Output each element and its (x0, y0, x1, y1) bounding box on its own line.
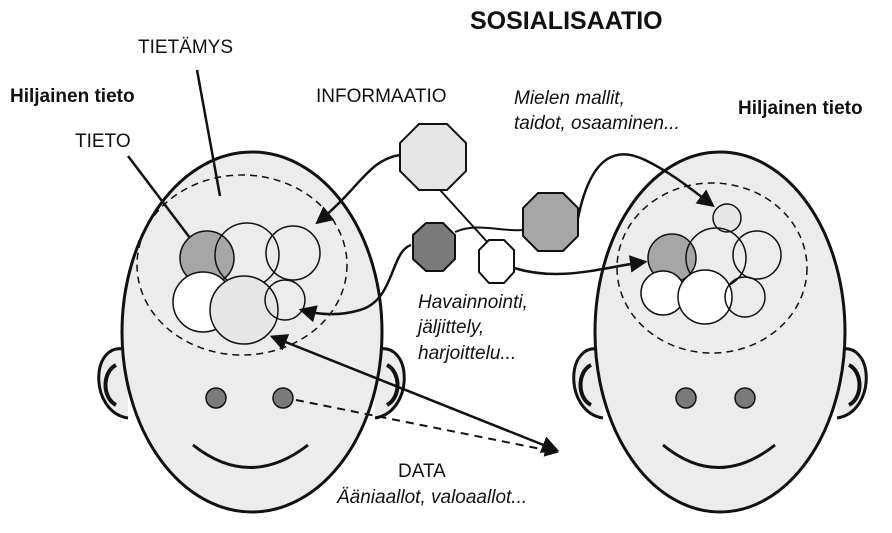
tieto-label: TIETO (75, 131, 131, 154)
right-eye-left (676, 388, 696, 408)
informaatio-label: INFORMAATIO (316, 86, 447, 109)
left-eye-right (273, 388, 293, 408)
white-octagon (479, 240, 514, 283)
diagram-title: SOSIALISAATIO (470, 6, 663, 36)
mid-gray-octagon (523, 193, 578, 251)
havainnointi-label: Havainnointi, (418, 292, 528, 315)
tietamys-label: TIETÄMYS (138, 37, 233, 60)
jaljittely-label: jäljittely, (418, 317, 484, 340)
dark-gray-octagon (413, 223, 455, 271)
aaniaallot-label: Ääniaallot, valoaallot... (337, 487, 527, 510)
right-eye-right (735, 388, 755, 408)
mielen-mallit-label: Mielen mallit, (514, 88, 625, 111)
left-head (99, 152, 405, 512)
left-eye-left (206, 388, 226, 408)
harjoittelu-label: harjoittelu... (418, 343, 516, 366)
hiljainen-tieto-right-label: Hiljainen tieto (738, 98, 863, 121)
knowledge-circle (678, 270, 732, 324)
hiljainen-tieto-left-label: Hiljainen tieto (10, 86, 135, 109)
taidot-osaaminen-label: taidot, osaaminen... (514, 113, 680, 136)
right-head (574, 152, 867, 512)
informaatio-octagon (400, 124, 466, 190)
data-label: DATA (398, 461, 446, 484)
dark-octagon-to-mid-octagon-line (455, 227, 523, 232)
